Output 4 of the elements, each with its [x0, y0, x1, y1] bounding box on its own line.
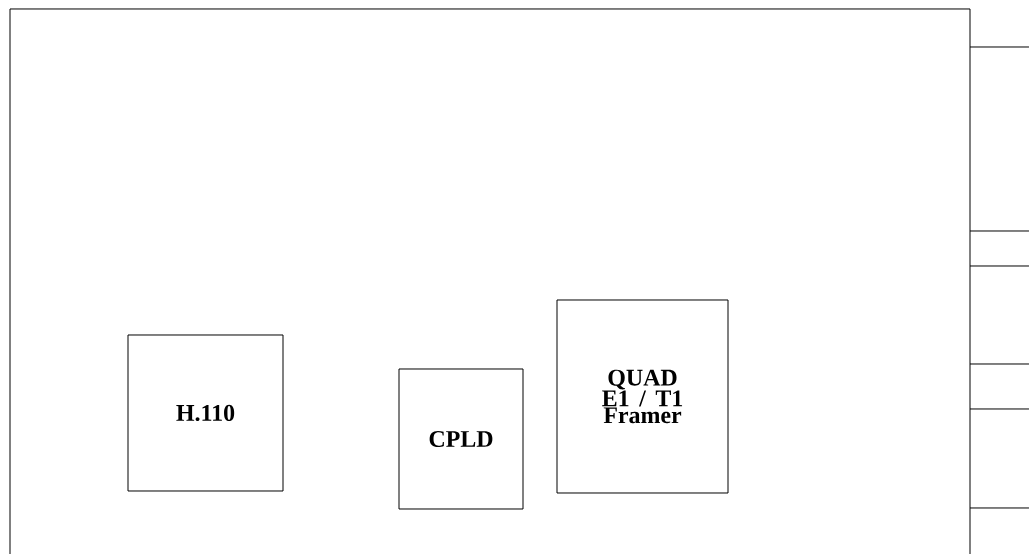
block-box: CPLD	[398, 368, 524, 510]
board-outline	[9, 8, 971, 554]
block-box: QUAD E1 / T1 Framer	[556, 299, 729, 494]
block-box: H.110	[127, 334, 284, 492]
